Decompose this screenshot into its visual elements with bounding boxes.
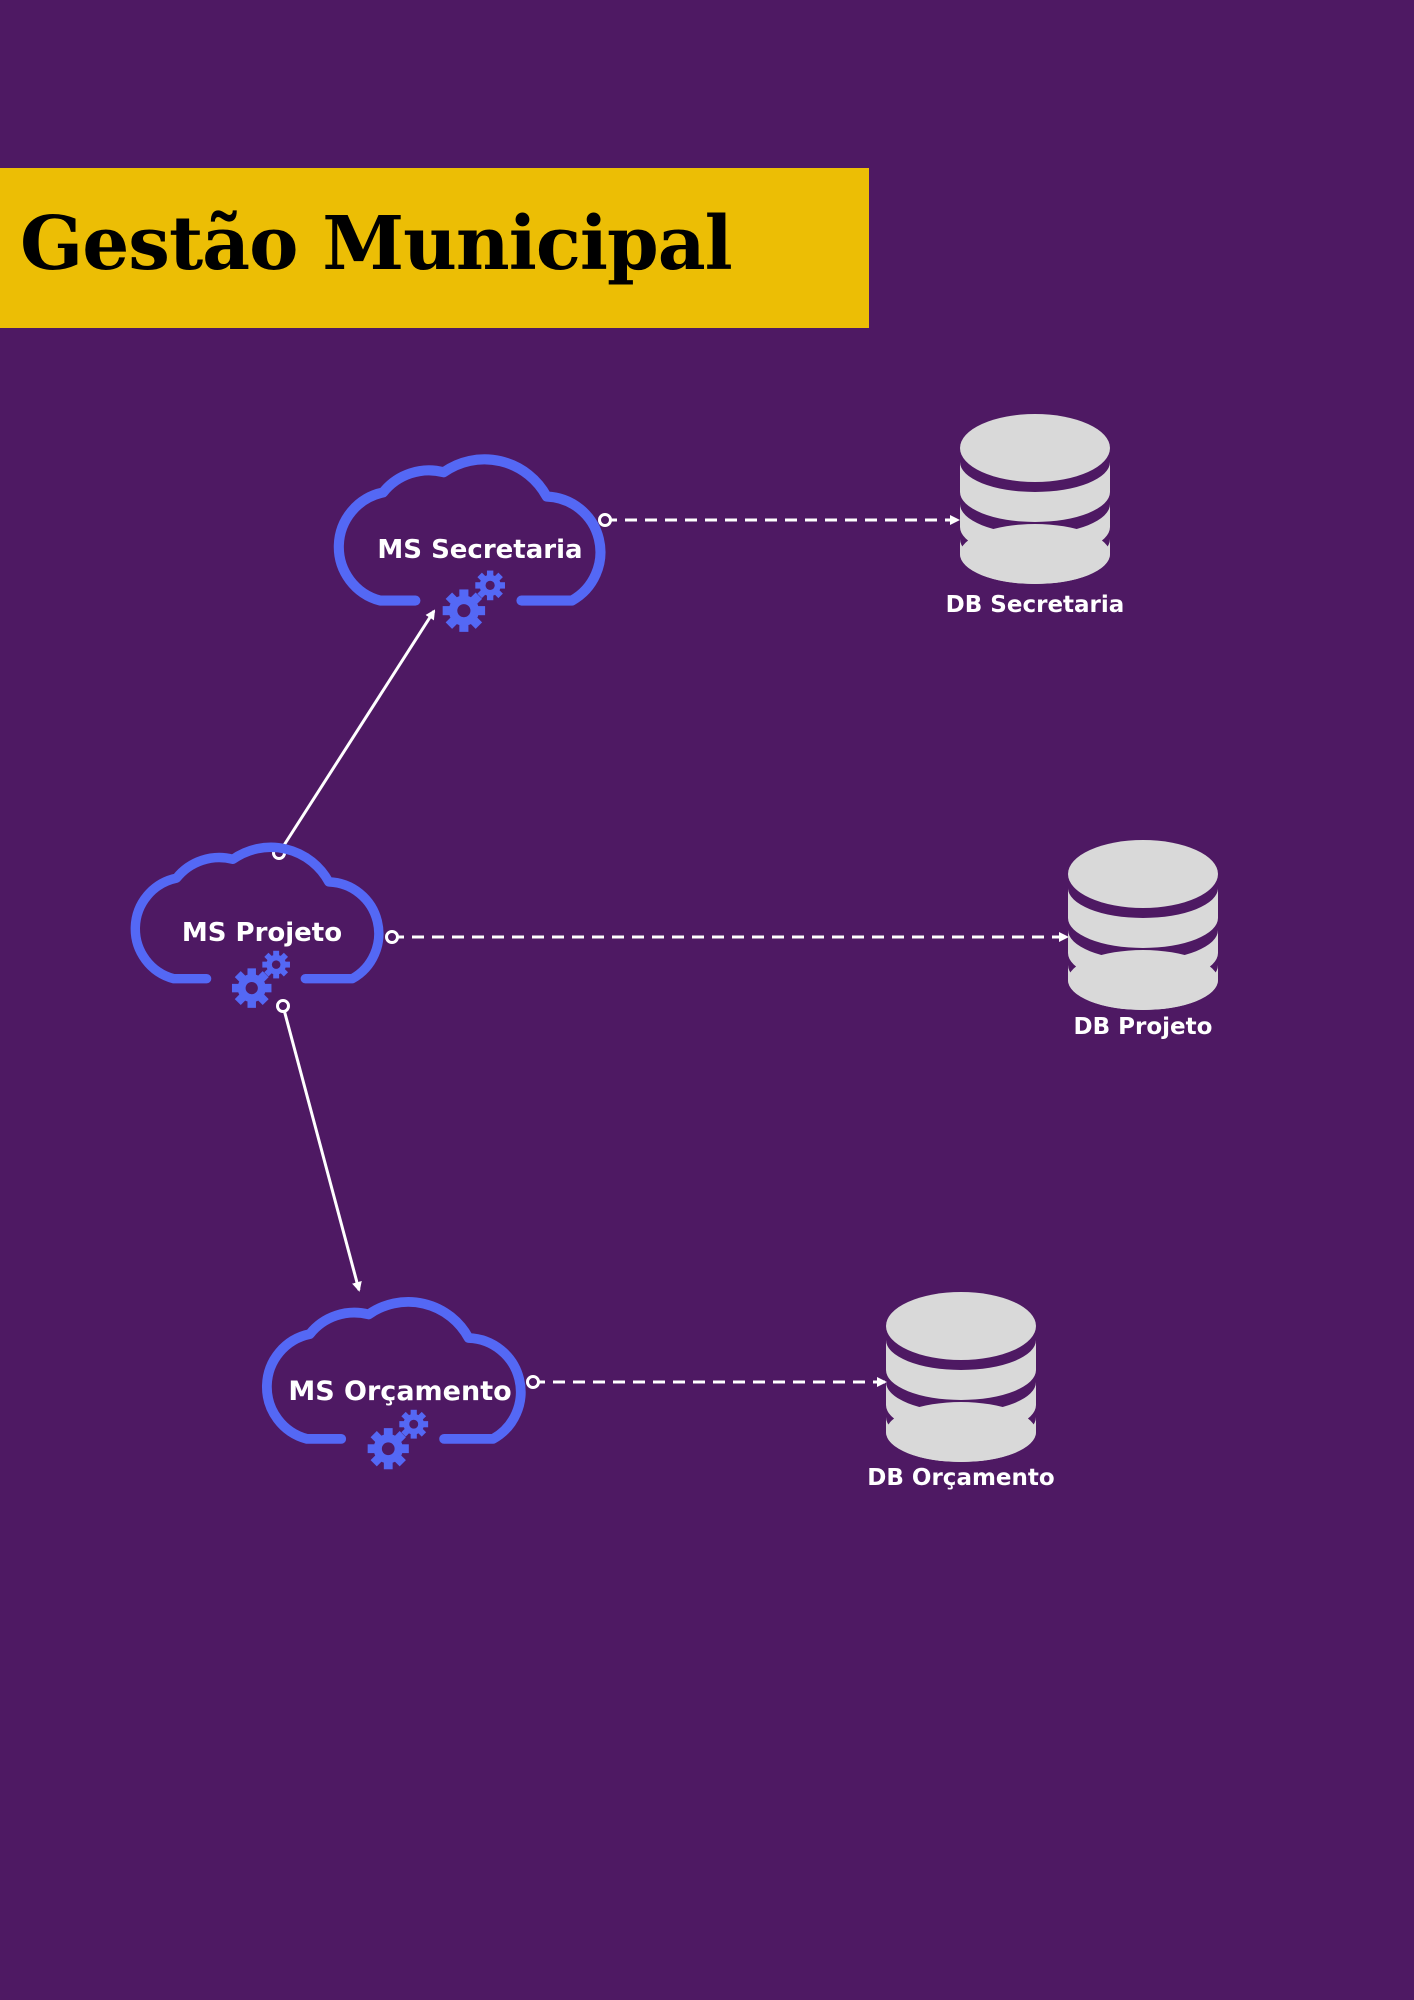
database-label: DB Orçamento (867, 1465, 1054, 1491)
database-icon (960, 414, 1110, 584)
title-banner: Gestão Municipal (0, 168, 869, 328)
connector-orcamento-to-db (526, 1375, 887, 1389)
database-node-orcamento: DB Orçamento (867, 1292, 1055, 1491)
connector-projeto-to-secretaria (272, 609, 436, 860)
connector-secretaria-to-db (598, 513, 960, 527)
service-node-projeto: MS Projeto (135, 847, 378, 1008)
database-label: DB Secretaria (946, 592, 1125, 618)
service-label: MS Secretaria (377, 535, 582, 565)
connector-projeto-to-db (385, 930, 1069, 944)
service-label: MS Projeto (182, 918, 342, 948)
page-title: Gestão Municipal (20, 201, 733, 287)
database-node-projeto: DB Projeto (1068, 840, 1218, 1040)
database-icon (1068, 840, 1218, 1010)
service-node-secretaria: MS Secretaria (339, 459, 601, 632)
service-label: MS Orçamento (288, 1376, 511, 1407)
database-label: DB Projeto (1074, 1014, 1213, 1040)
connector-projeto-to-orcamento (276, 999, 362, 1292)
service-node-orcamento: MS Orçamento (267, 1302, 521, 1469)
database-icon (886, 1292, 1036, 1462)
database-node-secretaria: DB Secretaria (946, 414, 1125, 618)
